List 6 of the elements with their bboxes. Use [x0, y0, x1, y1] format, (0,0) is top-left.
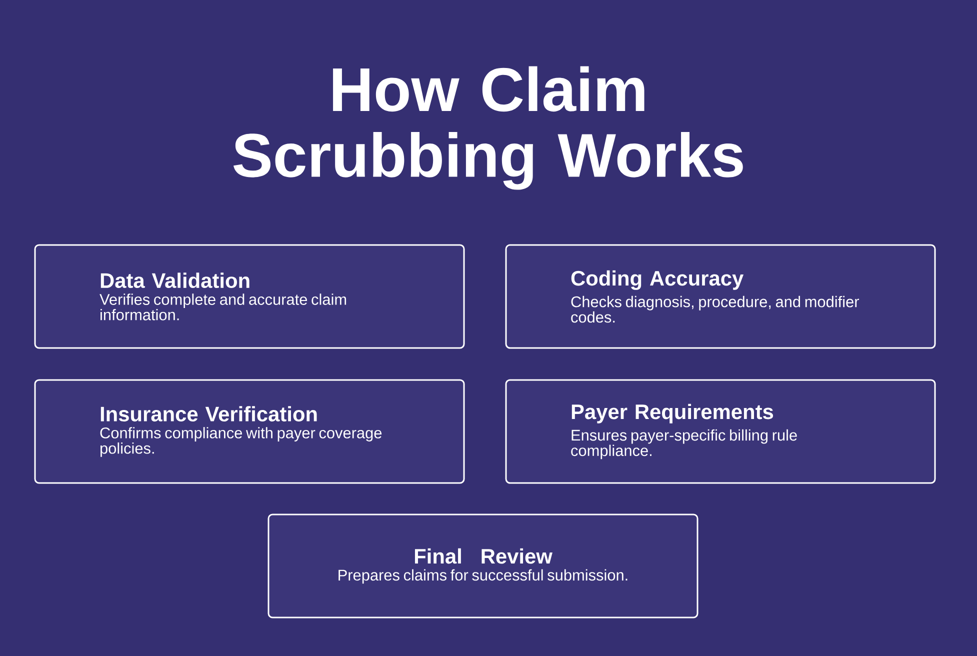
card: Coding Accuracy Checks diagnosis, procedure, and modifier codes.	[505, 244, 936, 349]
card: Data Validation Verifies complete and accurate claim information.	[34, 244, 465, 349]
title: How Claim Scrubbing Works	[233, 66, 743, 190]
card: Final Review Prepares claims for successful submission.	[268, 514, 698, 618]
card: Insurance Verification Confirms compliance with payer coverage policies.	[34, 379, 465, 484]
card: Payer Requirements Ensures payer-specific billing rule compliance.	[505, 379, 936, 484]
